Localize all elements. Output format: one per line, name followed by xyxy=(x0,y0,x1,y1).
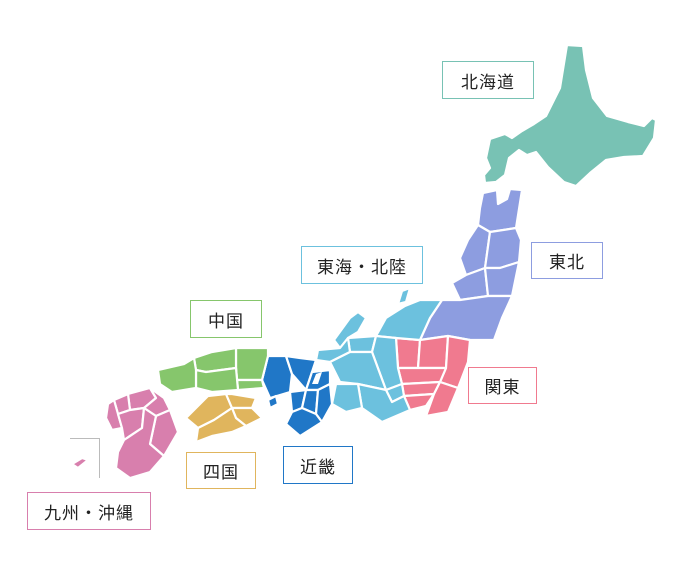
chugoku-yamaguchi xyxy=(156,356,198,394)
hokkaido-shape xyxy=(482,43,658,188)
label-tokai-hokuriku[interactable]: 東海・北陸 xyxy=(301,246,423,284)
kinki-mie xyxy=(314,382,334,424)
kinki-awaji xyxy=(266,394,280,410)
label-kanto[interactable]: 関東 xyxy=(468,367,537,404)
shikoku-kochi xyxy=(194,406,248,444)
region-tokai-hokuriku[interactable] xyxy=(314,286,444,424)
region-hokkaido[interactable] xyxy=(482,43,658,188)
region-tohoku[interactable] xyxy=(418,187,524,342)
kanto-tochigi xyxy=(416,334,450,370)
kinki-wakayama xyxy=(284,406,324,438)
tohoku-yamagata xyxy=(450,266,490,302)
region-kinki[interactable] xyxy=(260,354,334,438)
label-hokkaido[interactable]: 北海道 xyxy=(442,61,534,99)
chugoku-tottori xyxy=(234,346,270,382)
region-kyushu-okinawa[interactable] xyxy=(70,386,180,480)
tohoku-miyagi xyxy=(483,260,521,298)
tokai-shizuoka xyxy=(356,382,412,424)
label-chugoku[interactable]: 中国 xyxy=(190,300,262,338)
kyushu-kagoshima xyxy=(114,406,166,480)
okinawa-island xyxy=(70,456,90,470)
kanto-gunma xyxy=(394,336,422,370)
region-kanto[interactable] xyxy=(394,334,472,418)
tokai-aichi xyxy=(330,382,364,414)
label-tohoku[interactable]: 東北 xyxy=(531,242,603,279)
kanto-chiba xyxy=(424,380,460,418)
okinawa-inset-frame xyxy=(70,438,100,478)
tokai-sado xyxy=(396,286,412,306)
shikoku-kagawa xyxy=(224,392,258,410)
tohoku-aomori xyxy=(476,187,524,234)
region-shikoku[interactable] xyxy=(184,392,264,444)
kinki-lake xyxy=(312,372,322,384)
region-chugoku[interactable] xyxy=(156,346,270,394)
label-shikoku[interactable]: 四国 xyxy=(186,452,256,489)
chugoku-hiroshima xyxy=(194,366,240,394)
label-kyushu-okinawa[interactable]: 九州・沖縄 xyxy=(27,492,151,530)
label-kinki[interactable]: 近畿 xyxy=(283,446,353,484)
tokai-ishikawa xyxy=(332,310,368,350)
